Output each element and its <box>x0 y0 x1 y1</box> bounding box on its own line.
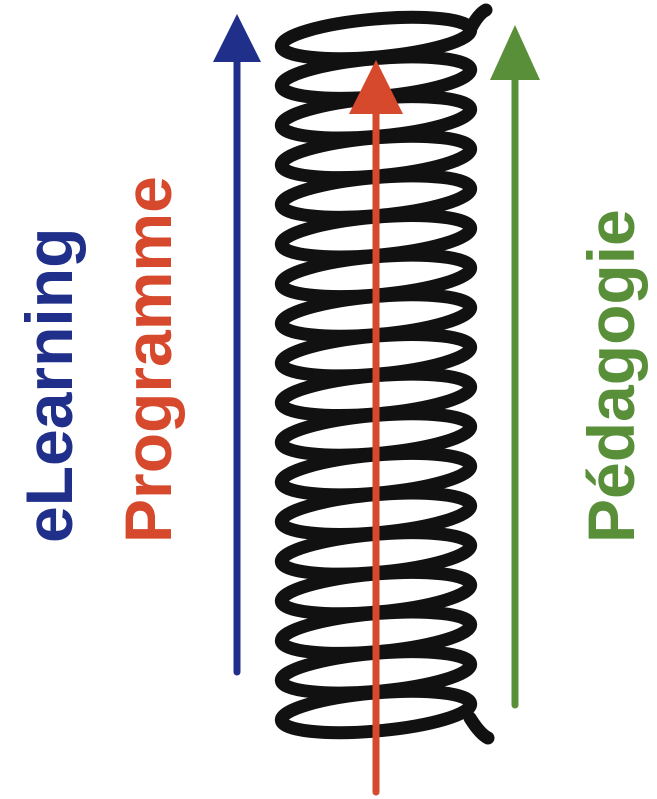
coil-tail-bottom <box>463 711 495 745</box>
programme-arrow <box>349 60 403 796</box>
pedagogie-arrow <box>490 25 540 709</box>
pedagogie-label: Pédagogie <box>574 209 648 543</box>
elearning-label: eLearning <box>12 228 86 543</box>
programme-label: Programme <box>111 176 185 543</box>
coil-spring-icon <box>274 3 495 745</box>
elearning-arrow <box>213 14 261 676</box>
programme-arrow-head-icon <box>349 60 403 114</box>
elearning-arrow-head-icon <box>213 14 261 62</box>
coil-tail-top <box>463 3 493 37</box>
pedagogie-arrow-head-icon <box>490 25 540 80</box>
